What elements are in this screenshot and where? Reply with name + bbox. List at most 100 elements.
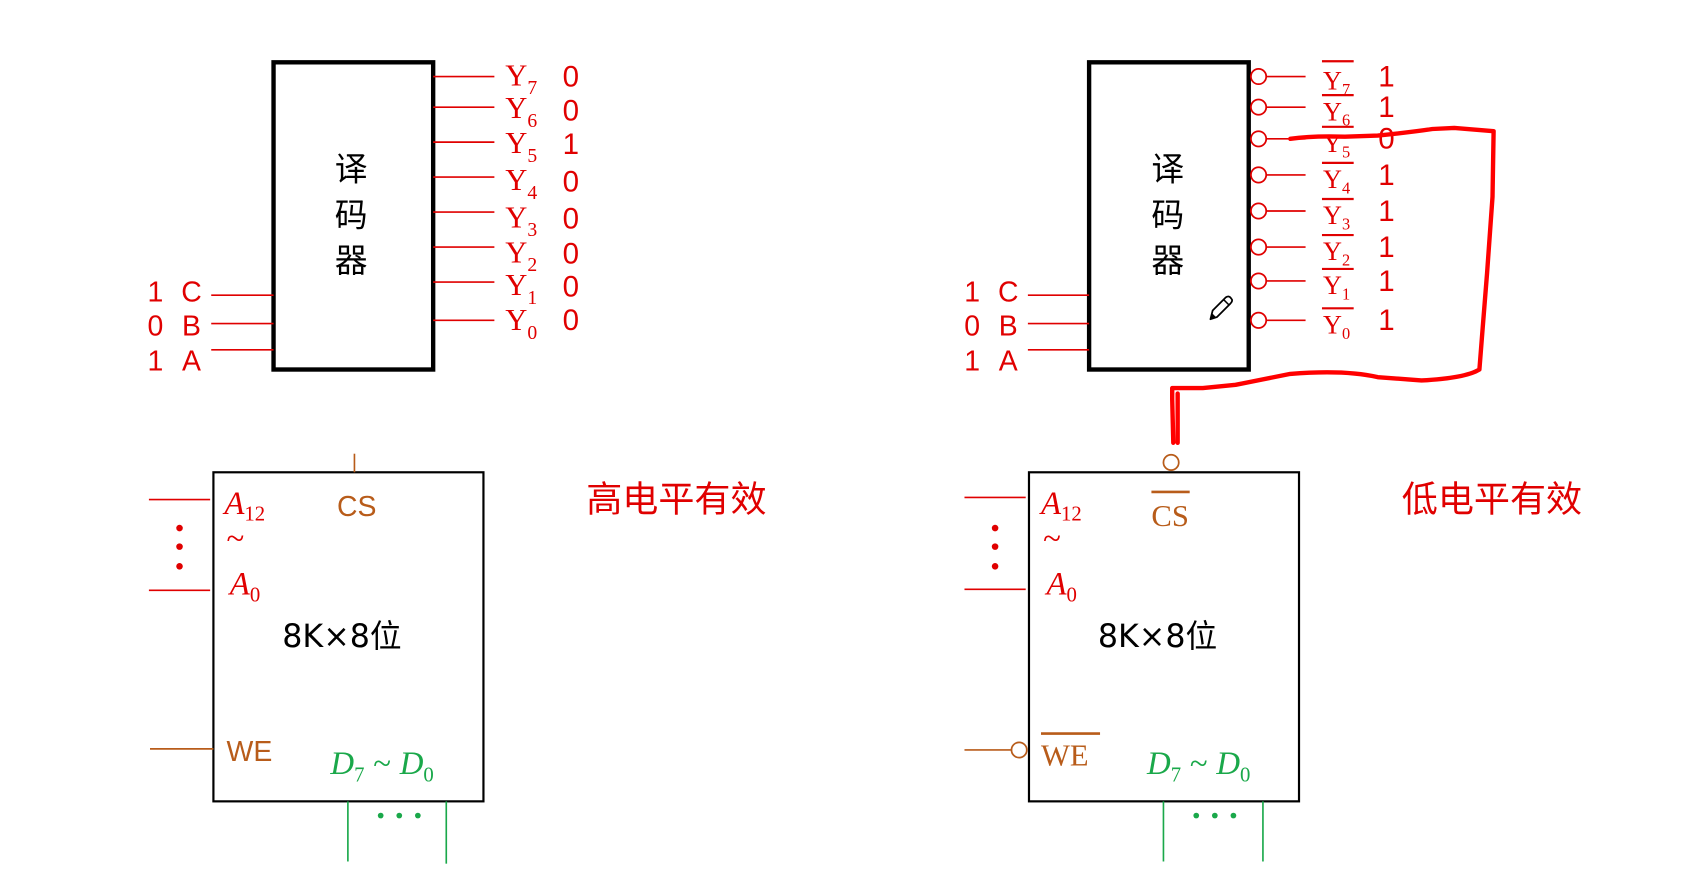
output-value: 1: [1378, 304, 1394, 337]
caption-active-high: 高电平有效: [586, 479, 766, 521]
decoder-title-char: 码: [335, 196, 368, 234]
input-value-a: 1: [148, 346, 164, 378]
capacity-label: 8K×8位: [1098, 619, 1217, 655]
output-label: Y0: [1323, 310, 1350, 342]
pencil-icon: [1209, 295, 1233, 321]
dot: [1193, 812, 1200, 819]
output-label: Y5: [505, 126, 537, 167]
inversion-bubble: [1250, 130, 1268, 148]
output-value: 1: [1378, 231, 1394, 264]
dot: [377, 812, 384, 819]
inversion-bubble: [1250, 202, 1268, 220]
addr-high-label: A12: [222, 486, 265, 526]
output-label: Y1: [505, 268, 537, 309]
decoder-box: [1086, 60, 1251, 372]
output-value: 1: [1378, 195, 1394, 228]
annotation-wire-y5-to-cs: [1170, 125, 1496, 445]
output-y2: Y2 0: [433, 235, 579, 276]
dot: [1230, 812, 1237, 819]
decoder-inputs: 1 C 0 B 1 A: [148, 277, 274, 378]
output-y6: Y6 0: [433, 91, 579, 132]
input-value-c: 1: [148, 277, 164, 309]
output-value: 1: [563, 128, 579, 161]
input-name-b: B: [999, 311, 1018, 343]
input-value-b: 0: [148, 311, 164, 343]
output-y3-active-low: Y3 1: [1250, 195, 1395, 234]
output-y2-active-low: Y2 1: [1250, 231, 1395, 270]
output-label: Y3: [505, 200, 537, 241]
decoder-inputs: 1 C 0 B 1 A: [964, 277, 1090, 378]
dot: [176, 543, 183, 550]
dot: [991, 543, 999, 550]
decoder-title-char: 码: [1151, 196, 1184, 234]
output-y0-active-low: Y0 1: [1250, 304, 1395, 343]
output-y4: Y4 0: [433, 163, 579, 204]
addr-low-label: A0: [1044, 567, 1076, 607]
output-y1-active-low: Y1 1: [1250, 265, 1395, 304]
output-label: Y3: [1323, 201, 1350, 233]
decoder-title-char: 译: [335, 150, 368, 188]
dot: [991, 563, 999, 570]
addr-low-label: A0: [228, 567, 260, 607]
caption-active-low: 低电平有效: [1402, 479, 1582, 521]
dot: [396, 812, 403, 819]
output-label: Y4: [505, 163, 537, 204]
right-memory-chip: A12 ~ A0 CS 8K×8位 WE D7~D0: [964, 453, 1301, 862]
output-label: Y2: [1323, 237, 1350, 269]
output-value: 1: [1378, 265, 1394, 298]
decoder-title-char: 器: [1151, 242, 1184, 280]
cs-label-active-low: CS: [1151, 499, 1188, 533]
output-value: 0: [1378, 123, 1394, 156]
decoder-title-char: 译: [1151, 150, 1184, 188]
addr-high-label: A12: [1039, 486, 1082, 526]
inversion-bubble: [1250, 238, 1268, 256]
output-y1: Y1 0: [433, 268, 579, 309]
addr-dots: [991, 524, 999, 570]
output-label: Y6: [505, 91, 537, 132]
decoder-outputs: Y7 0 Y6 0 Y5 1 Y4 0: [433, 58, 579, 344]
output-y6-active-low: Y6 1: [1250, 91, 1395, 130]
output-label: Y7: [505, 58, 537, 99]
output-value: 0: [563, 60, 579, 93]
left-memory-chip: A12 ~ A0 CS 8K×8位 WE D7~D0: [148, 453, 485, 864]
cs-label: CS: [337, 491, 376, 523]
input-value-a: 1: [964, 346, 980, 378]
inversion-bubble: [1250, 166, 1268, 184]
output-value: 1: [1378, 60, 1394, 93]
output-y5: Y5 1: [433, 126, 579, 167]
inversion-bubble: [1250, 311, 1268, 329]
input-name-a: A: [182, 346, 201, 378]
output-y7-active-low: Y7 1: [1250, 60, 1395, 99]
dot: [176, 524, 183, 532]
output-y7: Y7 0: [433, 58, 579, 99]
dot: [991, 524, 999, 532]
output-label: Y2: [505, 235, 537, 276]
output-label: Y7: [1323, 67, 1350, 99]
input-value-b: 0: [964, 311, 980, 343]
data-dots: [377, 812, 421, 819]
data-dots: [1193, 812, 1237, 819]
addr-tilde: ~: [227, 521, 245, 557]
output-y0: Y0 0: [433, 303, 579, 344]
output-value: 0: [563, 304, 579, 337]
output-value: 0: [563, 237, 579, 270]
memory-box: [1027, 471, 1301, 803]
left-panel: 译 码 器 1 C 0 B 1 A Y7 0: [148, 58, 767, 864]
output-value: 1: [1378, 91, 1394, 124]
cs-inversion-bubble: [1162, 453, 1180, 471]
output-value: 0: [563, 94, 579, 127]
output-y3: Y3 0: [433, 200, 579, 241]
output-label: Y6: [1323, 97, 1350, 129]
we-label: WE: [227, 736, 273, 768]
input-name-c: C: [181, 277, 202, 309]
output-value: 0: [563, 165, 579, 198]
addr-tilde: ~: [1043, 521, 1061, 557]
output-label: Y1: [1323, 271, 1350, 303]
decoder-title-char: 器: [335, 242, 368, 280]
we-label-active-low: WE: [1041, 738, 1089, 772]
